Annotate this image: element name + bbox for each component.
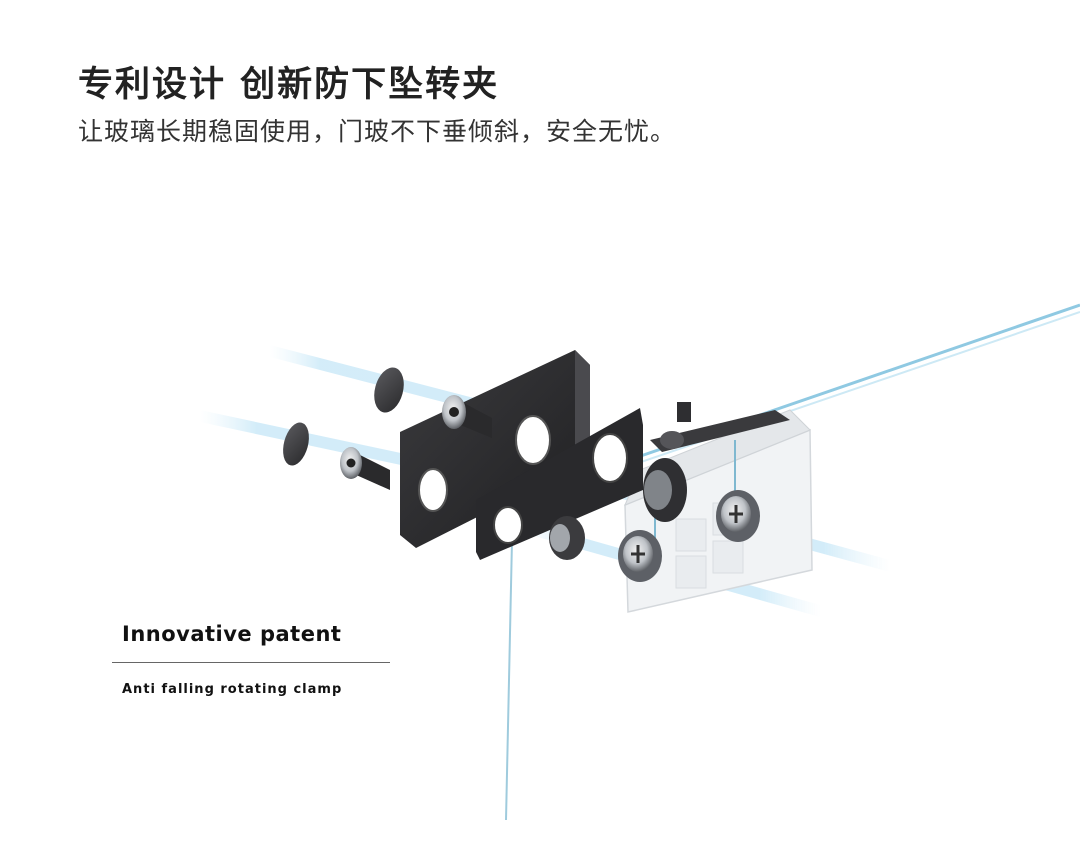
- caption-subtitle: Anti falling rotating clamp: [122, 682, 343, 697]
- screw-cap-icon: [283, 367, 404, 466]
- page-subtitle: 让玻璃长期稳固使用，门玻不下垂倾斜，安全无忧。: [78, 117, 677, 146]
- phillips-screw-icon: [618, 490, 760, 582]
- caption-divider: [112, 662, 390, 663]
- clamp-arm: [650, 402, 790, 452]
- pivot-cylinder: [549, 458, 687, 560]
- caption-title: Innovative patent: [122, 622, 342, 646]
- metal-plate-middle: [476, 408, 643, 560]
- metal-plate-icon: [400, 350, 590, 548]
- countersunk-screw-icon: [340, 395, 492, 490]
- page-title: 专利设计 创新防下坠转夹: [78, 65, 500, 105]
